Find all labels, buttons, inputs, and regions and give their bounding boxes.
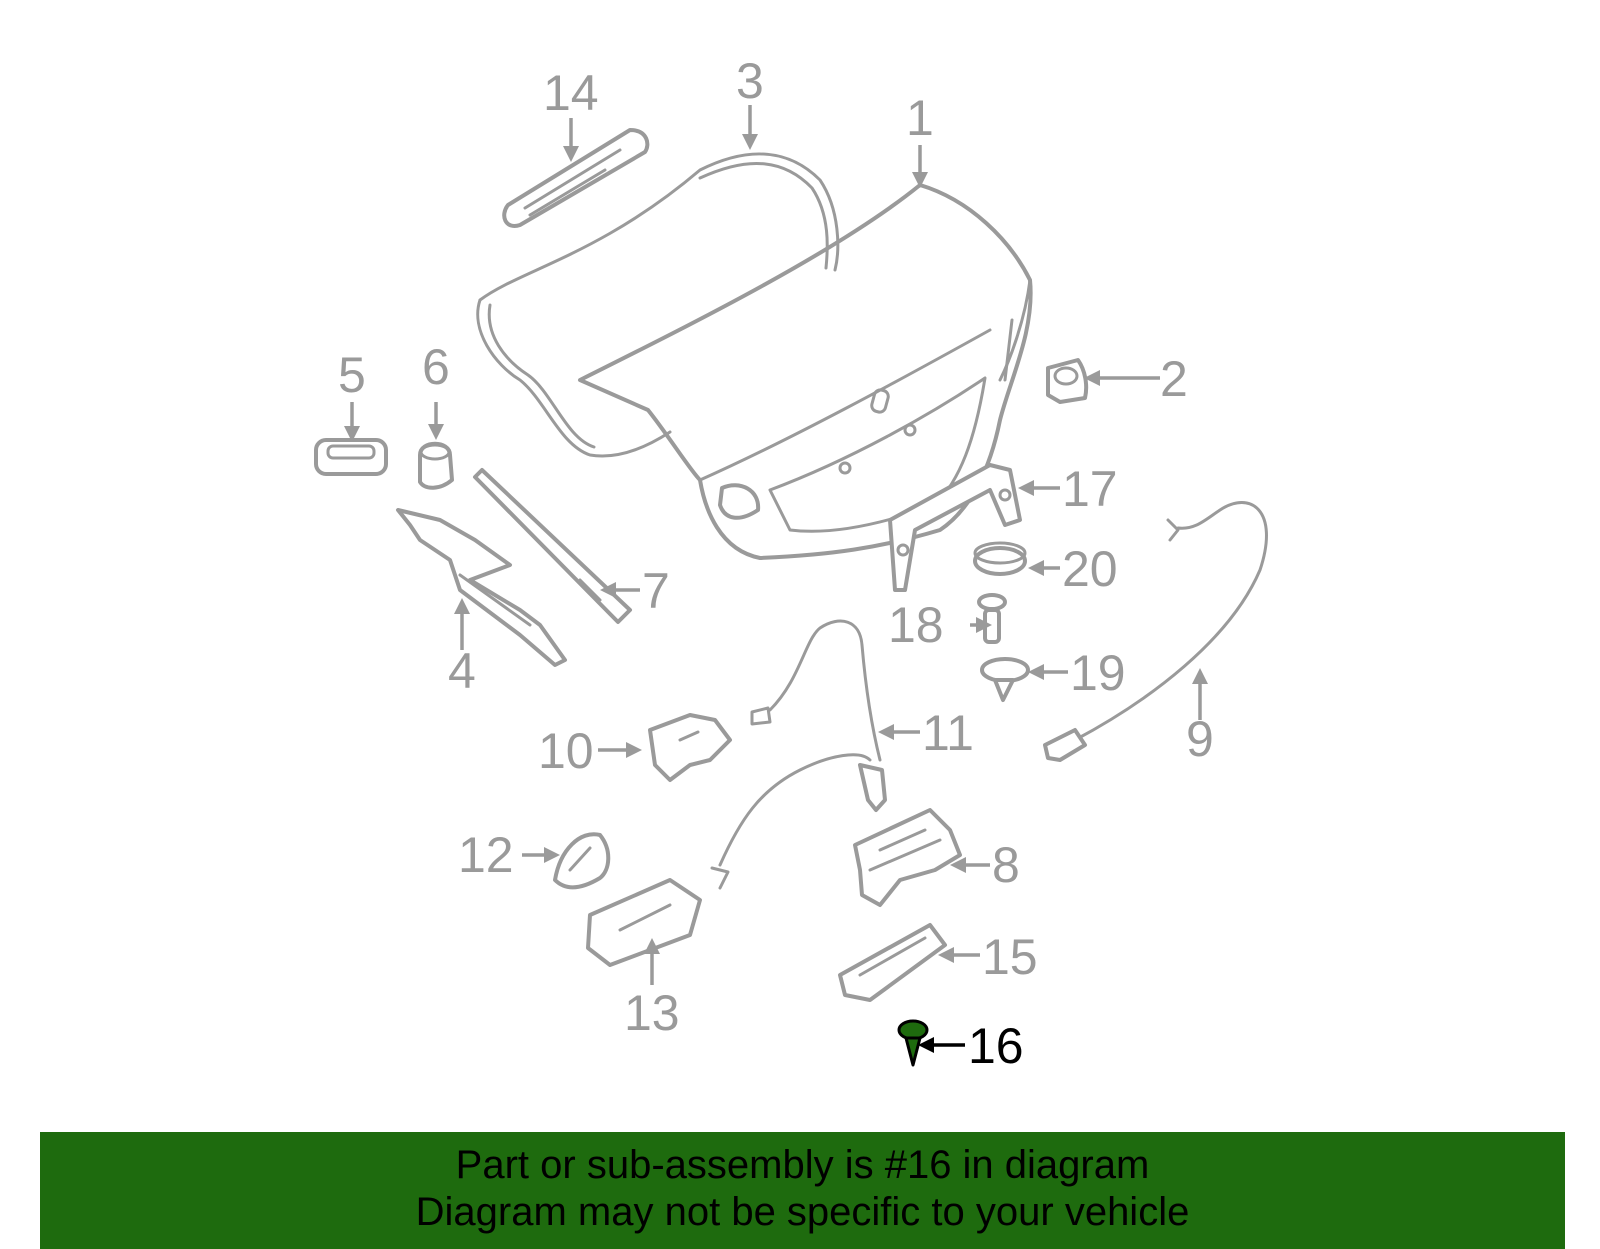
banner-line-2: Diagram may not be specific to your vehi…	[415, 1190, 1190, 1234]
part-1-trunk-lid[interactable]	[578, 183, 1033, 560]
callout-10: 10	[538, 723, 594, 779]
callout-labels: 1 3 14 2 5 6 7 4 17 20 18 19 9 11 10 12 …	[338, 53, 1214, 1074]
callout-12: 12	[458, 827, 514, 883]
part-3-weatherstrip[interactable]	[476, 152, 840, 458]
callout-13: 13	[624, 985, 680, 1041]
callout-2: 2	[1160, 351, 1188, 407]
part-13-handle[interactable]	[586, 878, 702, 967]
part-18-bolt[interactable]	[977, 593, 1007, 644]
banner-line-1: Part or sub-assembly is #16 in diagram	[455, 1143, 1150, 1187]
part-20-grommet[interactable]	[973, 541, 1027, 576]
callout-4: 4	[448, 643, 476, 699]
callout-14: 14	[543, 65, 599, 121]
part-9-cable[interactable]	[1043, 501, 1268, 762]
callout-15: 15	[982, 929, 1038, 985]
callout-11: 11	[922, 705, 974, 761]
callout-8: 8	[992, 837, 1020, 893]
callout-3: 3	[736, 53, 764, 109]
info-banner: Part or sub-assembly is #16 in diagram D…	[40, 1132, 1565, 1249]
callout-16: 16	[968, 1018, 1024, 1074]
part-11-cable[interactable]	[710, 619, 887, 890]
leader-lines	[344, 105, 1208, 1053]
part-12-cover[interactable]	[553, 832, 611, 890]
part-7-strut[interactable]	[473, 468, 632, 624]
part-10-lock-actuator[interactable]	[648, 713, 732, 782]
part-17-bracket[interactable]	[888, 463, 1022, 592]
callout-5: 5	[338, 347, 366, 403]
callout-7: 7	[642, 563, 670, 619]
callout-1: 1	[906, 90, 934, 146]
part-14-emblem[interactable]	[502, 128, 650, 228]
part-16-fastener[interactable]	[897, 1019, 929, 1067]
callout-17: 17	[1062, 461, 1118, 517]
callout-9: 9	[1186, 711, 1214, 767]
callout-6: 6	[422, 339, 450, 395]
part-5-pad[interactable]	[314, 438, 388, 476]
part-8-latch[interactable]	[853, 808, 962, 907]
part-15-switch[interactable]	[838, 923, 947, 1002]
callout-18: 18	[888, 597, 944, 653]
part-6-stopper[interactable]	[418, 441, 454, 490]
part-4-hinge[interactable]	[396, 508, 567, 667]
callout-19: 19	[1070, 645, 1126, 701]
callout-20: 20	[1062, 541, 1118, 597]
part-2-bumper[interactable]	[1046, 358, 1089, 404]
part-19-clip[interactable]	[980, 657, 1030, 702]
